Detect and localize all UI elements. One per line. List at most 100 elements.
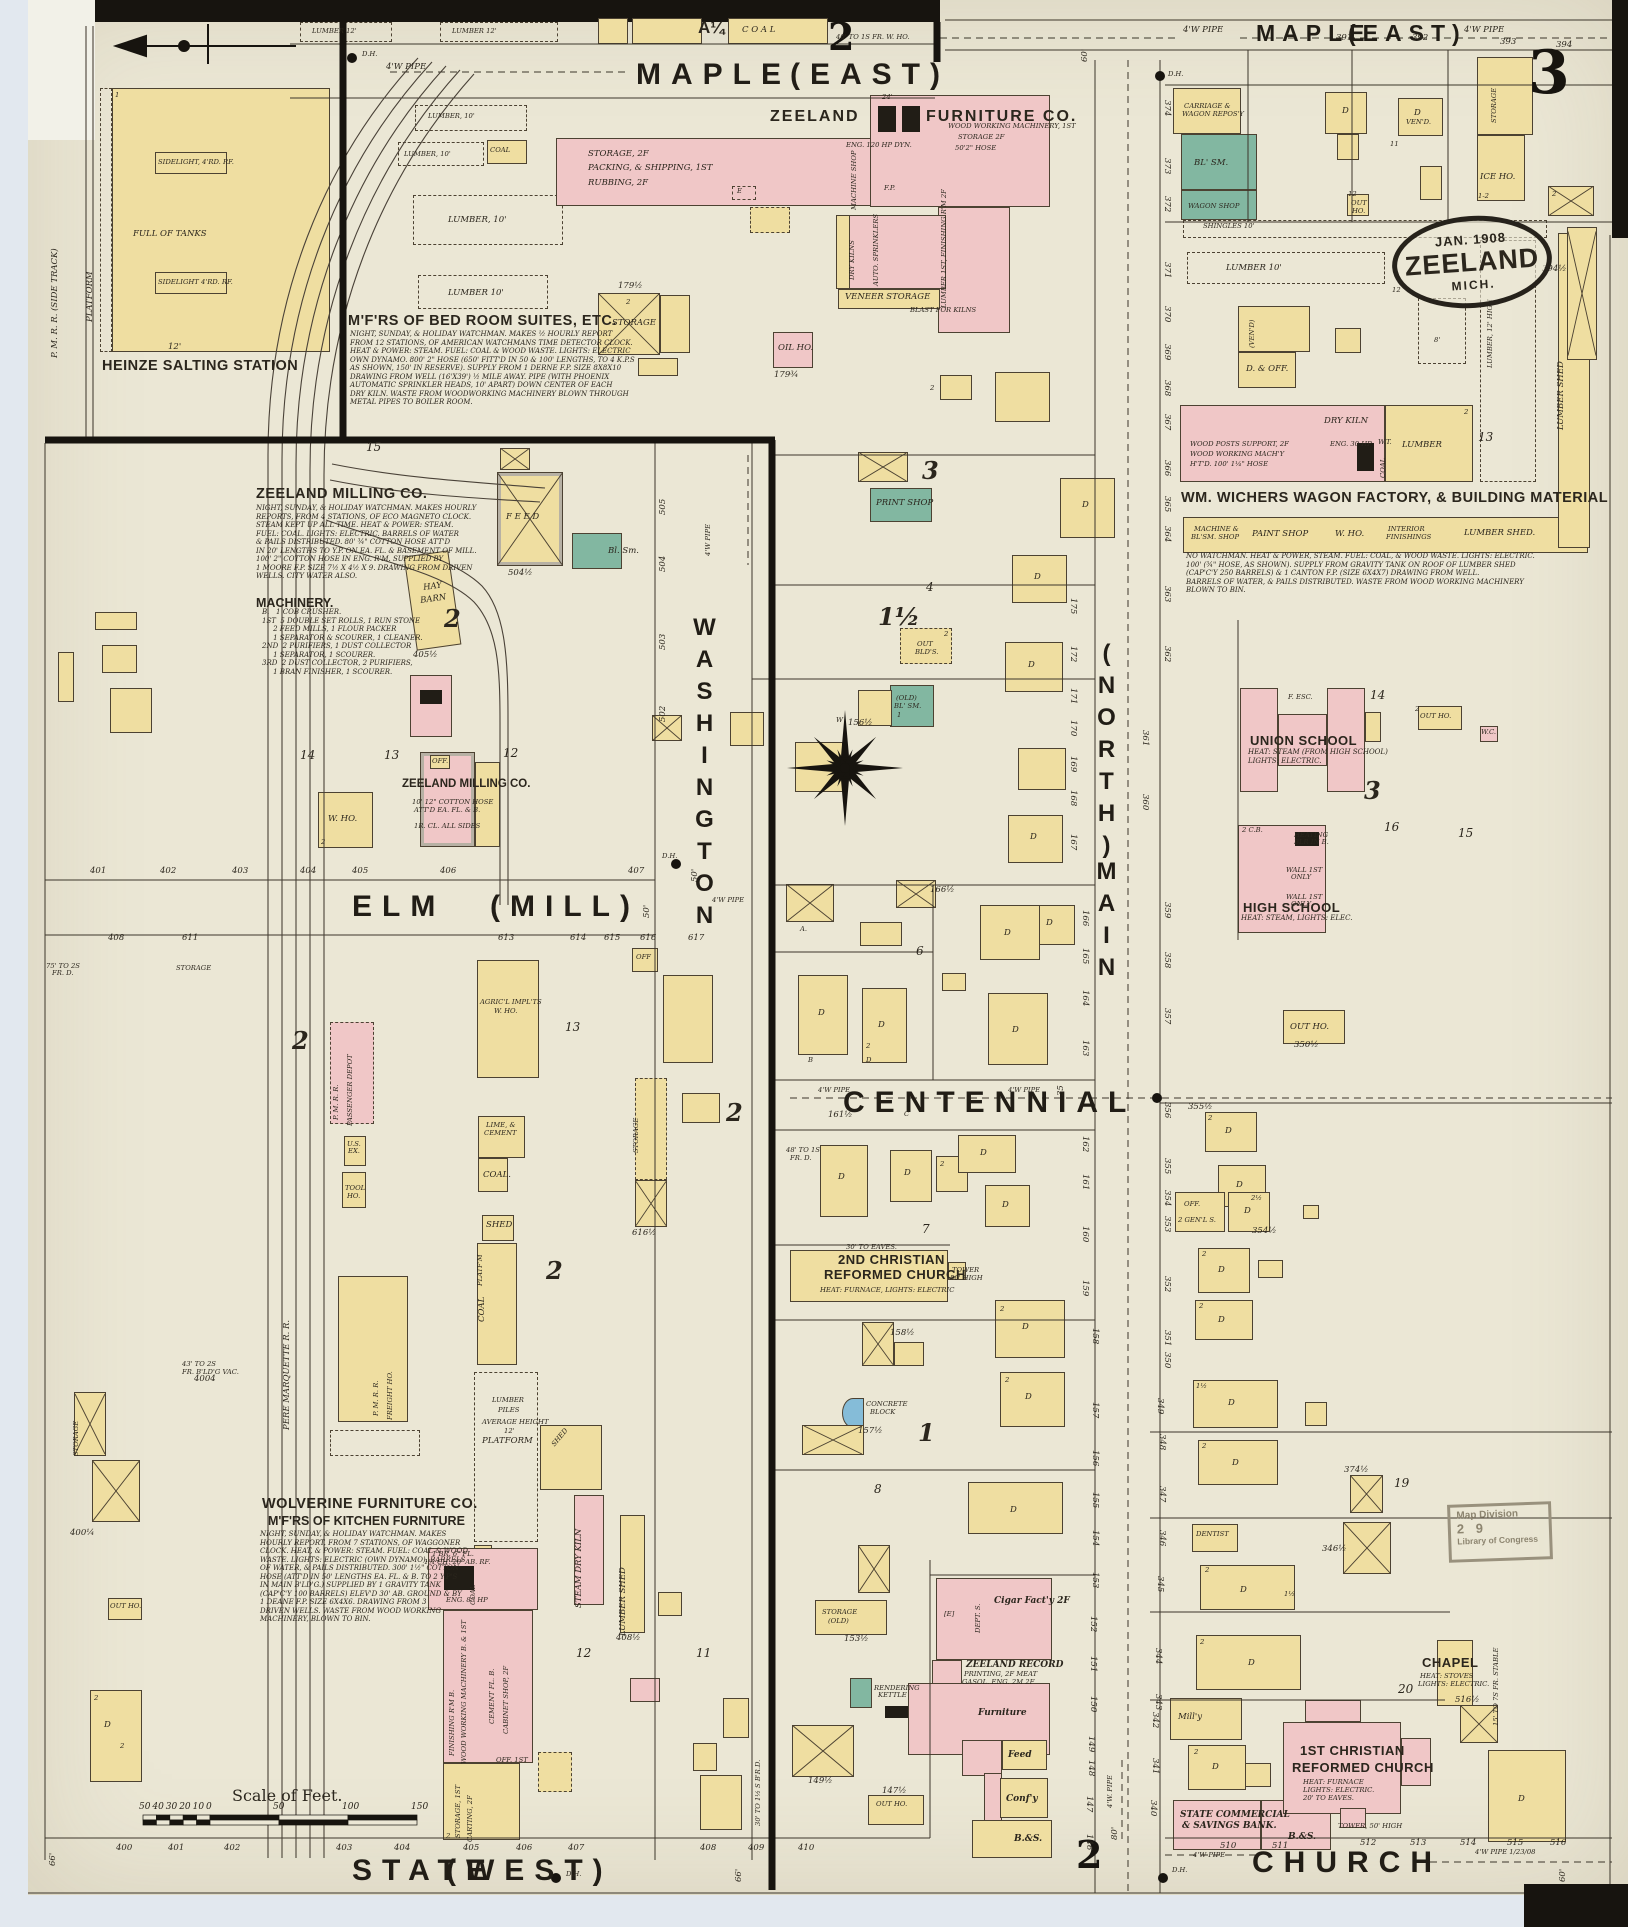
map-label: 50'2" HOSE — [955, 144, 997, 152]
building — [102, 645, 137, 673]
map-label: D — [1236, 1180, 1243, 1190]
map-label: HEAT: FURNACE, LIGHTS: ELECTRIC — [820, 1286, 955, 1294]
map-label: 407 — [568, 1843, 585, 1853]
map-label: D.H. — [1168, 70, 1184, 78]
building — [1195, 1300, 1253, 1340]
map-note: HEAT: STEAM (FROM HIGH SCHOOL) LIGHTS: E… — [1248, 748, 1388, 765]
map-label: D — [1010, 1505, 1017, 1515]
building — [620, 1515, 645, 1633]
map-label: 2 — [94, 1694, 99, 1702]
map-label: 408½ — [616, 1633, 641, 1643]
map-label: 2 — [626, 298, 631, 306]
map-label: D — [1244, 1206, 1251, 1216]
map-label: ZEELAND MILLING CO. — [256, 486, 428, 502]
map-label: 2 — [1415, 705, 1420, 713]
border-bar-right — [1612, 0, 1628, 238]
map-label: F.P. — [884, 184, 896, 192]
map-label: 171 — [1068, 688, 1078, 705]
map-label: 358 — [1162, 952, 1172, 969]
map-label: D — [1225, 1126, 1232, 1136]
map-label: MAIN — [1093, 858, 1120, 986]
map-label: OUT HO. — [1420, 712, 1452, 720]
building — [1420, 166, 1442, 200]
map-label: D.H. — [566, 1870, 582, 1878]
building — [110, 688, 152, 733]
map-label: 359 — [1162, 902, 1172, 919]
map-label: 616 — [640, 933, 657, 943]
map-label: WOOD WORKING MACHINERY B. & 1ST — [460, 1620, 468, 1764]
map-label: CENTENNIAL — [843, 1086, 1137, 1119]
map-label: 511 — [1272, 1841, 1289, 1851]
building — [482, 1215, 514, 1241]
map-label: OFF. — [1184, 1200, 1201, 1208]
map-label: 168 — [1068, 790, 1078, 807]
building — [850, 1678, 872, 1708]
map-label: FULL OF TANKS — [133, 229, 207, 239]
map-label: DRY KILN — [1324, 416, 1369, 426]
map-label: 2 — [866, 1042, 871, 1050]
map-label: COAL. — [483, 1170, 511, 1180]
map-label: 30' TO EAVES. — [846, 1243, 897, 1251]
map-label: C — [904, 1110, 910, 1118]
map-label: EX. — [348, 1147, 360, 1155]
building — [798, 975, 848, 1055]
map-label: 167 — [1068, 834, 1078, 851]
scale-label: 20 — [179, 1802, 191, 1812]
map-label: 2 — [930, 384, 935, 392]
building — [795, 742, 843, 792]
map-label: 502 — [658, 705, 668, 722]
map-label: 512 — [1360, 1838, 1377, 1848]
map-label: 4'W PIPE — [1183, 25, 1224, 35]
map-label: BLR IN B. — [1294, 838, 1329, 846]
map-label: 514 — [1460, 1838, 1477, 1848]
map-label: 1½ — [1196, 1382, 1207, 1390]
map-label: 615 — [604, 933, 621, 943]
building — [1477, 57, 1533, 135]
map-label: BLD'S. — [915, 648, 939, 656]
map-label: 20' TO EAVES. — [1303, 1794, 1354, 1802]
map-label: 510 — [1220, 1841, 1237, 1851]
map-label: 165 — [1080, 948, 1090, 965]
building — [1180, 405, 1385, 482]
map-label: 2 GEN'L S. — [1178, 1216, 1216, 1224]
scale-bar-title: Scale of Feet. — [232, 1786, 343, 1805]
map-label: 350½ — [1294, 1040, 1319, 1050]
building — [948, 1262, 966, 1280]
building — [155, 272, 227, 294]
map-label: 2 — [1552, 190, 1557, 198]
map-label: 342 — [1150, 1712, 1160, 1729]
map-label: M'F'RS OF KITCHEN FURNITURE — [268, 1514, 465, 1528]
map-label: (EAST) — [1348, 20, 1467, 46]
map-label: 2 — [1202, 1442, 1207, 1450]
building — [936, 1578, 1052, 1660]
map-label: BL'SM. SHOP — [1191, 533, 1240, 541]
building — [815, 1600, 887, 1635]
map-label: 367 — [1162, 414, 1172, 431]
building — [820, 1145, 868, 1217]
building — [1000, 1372, 1065, 1427]
map-label: 179½ — [618, 281, 643, 291]
map-label: (NORTH) — [1093, 640, 1120, 864]
building — [1385, 405, 1473, 482]
building — [985, 1185, 1030, 1227]
building — [1187, 252, 1385, 284]
building — [962, 1740, 1002, 1776]
map-label: 363 — [1162, 586, 1172, 603]
map-label: 150 — [1088, 1696, 1098, 1713]
building — [1173, 1800, 1261, 1850]
map-label: 348 — [1157, 1434, 1167, 1451]
building — [728, 18, 828, 44]
map-label: 616½ — [632, 1228, 657, 1238]
map-label: 161½ — [828, 1110, 853, 1120]
map-label: LUMBER 10' — [448, 288, 504, 298]
map-label: 4'W PIPE 1/23/08 — [1475, 1848, 1536, 1856]
map-label: 152 — [1088, 1616, 1098, 1633]
map-label: BL' SM. — [1194, 158, 1229, 168]
scan-edge-left — [0, 0, 28, 1927]
map-label: 19 — [1394, 1476, 1410, 1490]
map-label: OUT HO. — [1290, 1022, 1330, 1032]
map-label: 153 — [1090, 1572, 1100, 1589]
map-label: D. & OFF. — [1246, 364, 1289, 374]
map-label: STORAGE — [822, 1608, 858, 1616]
building — [1325, 92, 1367, 134]
